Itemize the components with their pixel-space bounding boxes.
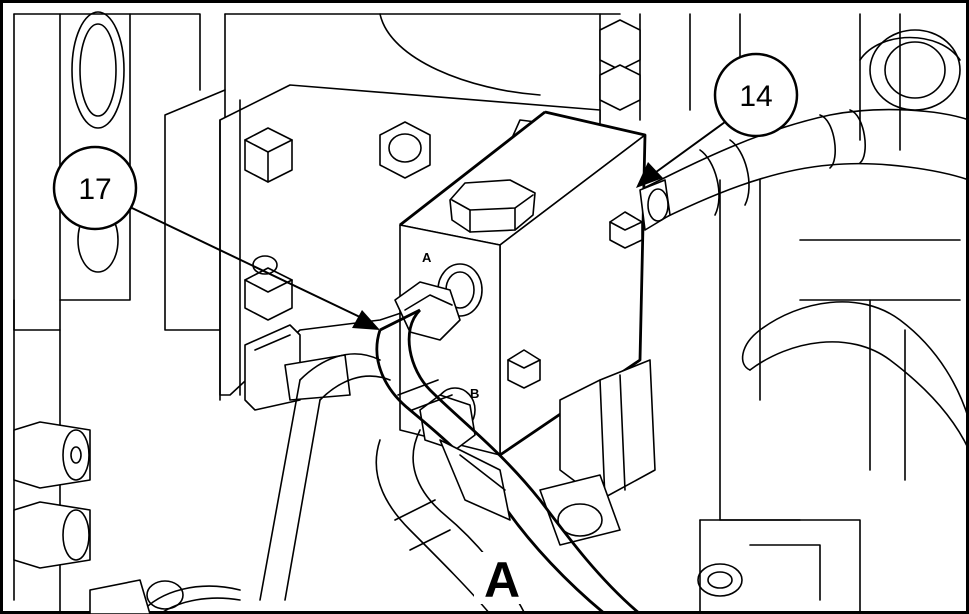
- callout-14: 14: [636, 52, 799, 188]
- view-label-a: A: [474, 552, 530, 608]
- block-side-bolt-lower: [507, 349, 541, 389]
- bracket-bolt-upper-left: [244, 127, 293, 183]
- top-bolt-pair: [599, 19, 641, 111]
- port-b-label: B: [470, 386, 479, 401]
- view-label-a-text: A: [484, 552, 520, 608]
- callout-17: 17: [52, 145, 380, 330]
- standoff-upper: [13, 421, 91, 489]
- standoff-lower: [13, 501, 91, 569]
- port-a-label: A: [422, 250, 432, 265]
- bracket-bolt-upper-center: [379, 121, 431, 179]
- block-hose-14-fitting: [639, 179, 671, 231]
- callout-14-label: 14: [739, 80, 772, 113]
- hose-14: [639, 108, 969, 226]
- hose-right-large: [741, 299, 969, 481]
- callout-17-label: 17: [78, 173, 111, 206]
- port-b-fitting: [419, 387, 476, 451]
- bracket-bolt-lower-left: [244, 267, 293, 321]
- fitting-bottom-left: [89, 579, 184, 614]
- block-side-bolt-upper: [609, 211, 643, 249]
- background-frame-left: [13, 11, 201, 614]
- hose-port-b: [375, 429, 526, 614]
- block-top-bolt: [449, 179, 536, 233]
